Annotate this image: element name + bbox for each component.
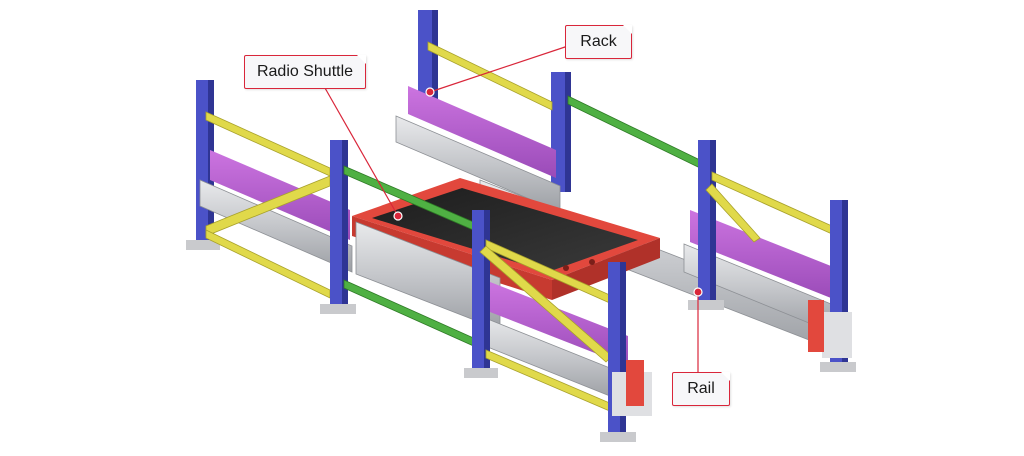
rail-pointer-dot (693, 287, 703, 297)
leader-line-rack (429, 45, 569, 93)
radio-shuttle-label: Radio Shuttle (244, 55, 366, 89)
shuttle-pointer-dot (393, 211, 403, 221)
upright-back-center (418, 10, 438, 110)
leader-line-shuttle (324, 87, 399, 217)
rail-label: Rail (672, 372, 730, 406)
guide-purple-back (408, 86, 556, 178)
rail-silver-left (199, 179, 353, 273)
guide-purple-right (690, 210, 836, 300)
rack-label: Rack (565, 25, 632, 59)
rack-pointer-dot (425, 87, 435, 97)
beam-yellow-back-top (427, 41, 553, 111)
guide-purple-left (210, 150, 350, 240)
beam-yellow-front-diag (479, 245, 613, 363)
upright-right-front (808, 200, 856, 372)
upright-front-left (320, 140, 356, 314)
upright-right-rear (688, 140, 724, 310)
beam-green-back (567, 95, 701, 169)
beam-yellow-right-top (711, 171, 833, 235)
beam-yellow-right-diag (705, 183, 761, 243)
upright-front-right (600, 262, 652, 442)
